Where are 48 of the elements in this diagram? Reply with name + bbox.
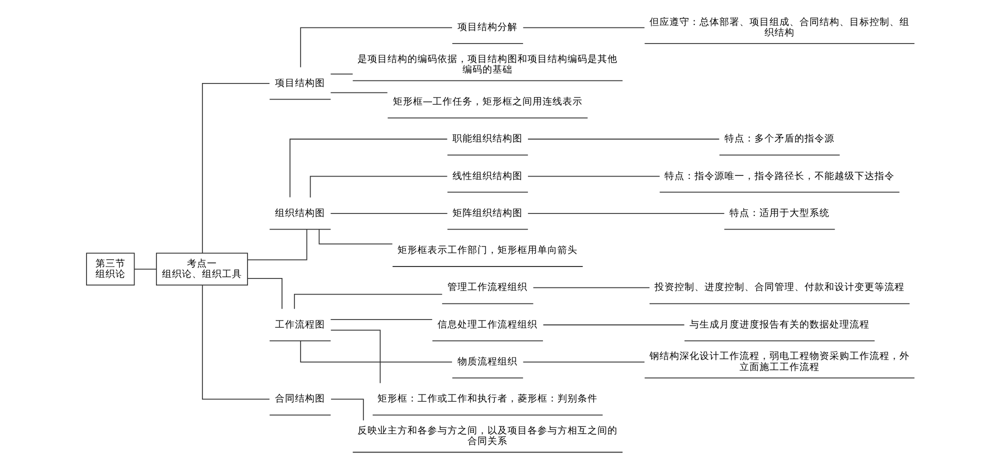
connector bbox=[330, 74, 353, 75]
node-text: 特点：适用于大型系统 bbox=[729, 208, 830, 219]
node-box: 考点一 组织论、组织工具 bbox=[155, 252, 248, 286]
connector bbox=[318, 228, 392, 244]
node-text: 项目结构分解 bbox=[457, 22, 518, 34]
node-text: 钢结构深化设计工作流程，弱电工程物资采购工作流程，外立面施工工作流程 bbox=[649, 351, 910, 373]
node-text: 矩形框：工作或工作和执行者，菱形框：判别条件 bbox=[377, 394, 598, 405]
connector bbox=[527, 212, 724, 214]
connector bbox=[330, 398, 364, 421]
node-text: 矩形框表示工作部门，矩形框用单向箭头 bbox=[397, 245, 578, 256]
node-text: 特点：指令源唯一，指令路径长，不能越级下达指令 bbox=[664, 170, 894, 182]
connector bbox=[330, 212, 448, 214]
connector bbox=[522, 27, 644, 28]
node-text: 工作流程图 bbox=[274, 319, 325, 330]
node-text: 管理工作流程组织 bbox=[447, 282, 528, 294]
node-text: 矩阵组织结构图 bbox=[452, 208, 522, 219]
connector bbox=[300, 27, 452, 68]
connector bbox=[330, 92, 388, 94]
connector bbox=[330, 319, 432, 320]
node-text: 信息处理工作流程组织 bbox=[437, 319, 538, 330]
node-text: 线性组织结构图 bbox=[452, 170, 522, 182]
node-text: 职能组织结构图 bbox=[452, 134, 522, 145]
node-text: 组织结构图 bbox=[274, 208, 325, 219]
connector bbox=[532, 287, 650, 288]
connector bbox=[309, 176, 448, 198]
node-text: 反映业主方和各参与方之间，以及项目各参与方相互之间的合同关系 bbox=[357, 425, 618, 448]
connector bbox=[289, 138, 448, 198]
connector bbox=[201, 284, 270, 400]
node-text: 投资控制、进度控制、合同管理、付款和设计变更等流程 bbox=[654, 282, 904, 294]
node-box: 第三节 组织论 bbox=[86, 252, 134, 286]
node-text: 特点：多个矛盾的指令源 bbox=[724, 134, 834, 145]
node-text: 但应遵守：总体部署、项目组成、合同结构、目标控制、组织结构 bbox=[649, 16, 910, 38]
connector bbox=[542, 324, 684, 326]
node-text: 项目结构图 bbox=[274, 78, 325, 89]
connector bbox=[293, 294, 442, 310]
connector bbox=[201, 82, 270, 254]
connector bbox=[134, 268, 156, 270]
node-text: 合同结构图 bbox=[274, 394, 325, 405]
connector bbox=[246, 228, 307, 260]
connector bbox=[527, 176, 660, 177]
connector bbox=[527, 138, 720, 140]
connector bbox=[330, 330, 380, 384]
connector bbox=[300, 340, 452, 362]
node-text: 物质流程组织 bbox=[457, 356, 518, 368]
node-text: 矩形框—工作任务，矩形框之间用连线表示 bbox=[392, 96, 582, 108]
node-text: 与生成月度进度报告有关的数据处理流程 bbox=[689, 319, 870, 330]
connector bbox=[246, 278, 282, 310]
node-text: 是项目结构的编码依据，项目结构图和项目结构编码是其他编码的基础 bbox=[357, 54, 618, 76]
